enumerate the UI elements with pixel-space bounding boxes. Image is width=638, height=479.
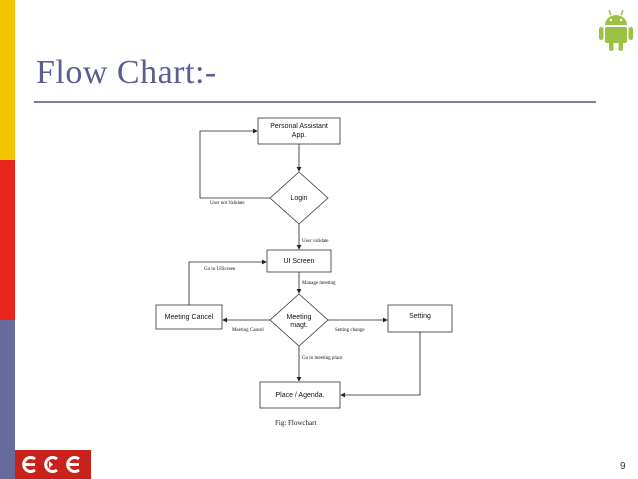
edge-cancel-to-ui: [188, 259, 267, 305]
edge-label-meeting-cancel: Meeting Cancel: [232, 328, 264, 333]
left-stripe-yellow: [0, 0, 15, 160]
title-underline: [34, 101, 596, 103]
node-meeting-cancel-label: Meeting Cancel: [165, 314, 214, 321]
node-place-agenda-label: Place / Agenda.: [275, 392, 324, 399]
flowchart-diagram: Personal Assistant App. Login UI Screen …: [155, 117, 453, 427]
node-meeting-line2: magt.: [290, 322, 308, 329]
node-meeting-line1: Meeting: [287, 314, 312, 321]
node-meeting-cancel: Meeting Cancel: [155, 304, 223, 330]
left-stripe-red: [0, 160, 15, 320]
node-login-decision: Login: [269, 171, 329, 225]
page-number: 9: [620, 461, 626, 472]
node-login-label: Login: [290, 195, 307, 202]
left-stripe-purple: [0, 320, 15, 479]
figure-caption: Fig: Flowchart: [275, 419, 316, 427]
node-personal-assistant-app: Personal Assistant App.: [257, 117, 341, 145]
edge-label-go-to-ui-screen: Go to UIScreen: [204, 267, 236, 272]
node-meeting-management-decision: Meeting magt.: [269, 293, 329, 347]
edge-label-go-to-meeting-place: Go to meeting place: [302, 356, 343, 361]
node-setting: Setting: [387, 304, 453, 333]
edge-label-manage-meeting: Manage meeting: [302, 281, 336, 286]
edge-login-loop-back: [199, 128, 270, 199]
android-icon: [599, 9, 633, 51]
node-app-line2: App.: [292, 132, 306, 139]
edge-setting-to-place: [340, 332, 421, 398]
ece-logo: [15, 450, 91, 479]
node-place-agenda: Place / Agenda.: [259, 381, 341, 409]
edge-label-setting-change: Setting change: [335, 328, 365, 333]
node-ui-screen: UI Screen: [266, 249, 332, 273]
edge-label-user-validate: User validate: [302, 239, 329, 244]
node-app-line1: Personal Assistant: [270, 123, 328, 130]
node-setting-label: Setting: [409, 313, 431, 320]
edge-label-user-not-validate: User not Validate: [210, 201, 245, 206]
node-ui-screen-label: UI Screen: [283, 258, 314, 265]
slide-title: Flow Chart:-: [36, 54, 217, 91]
